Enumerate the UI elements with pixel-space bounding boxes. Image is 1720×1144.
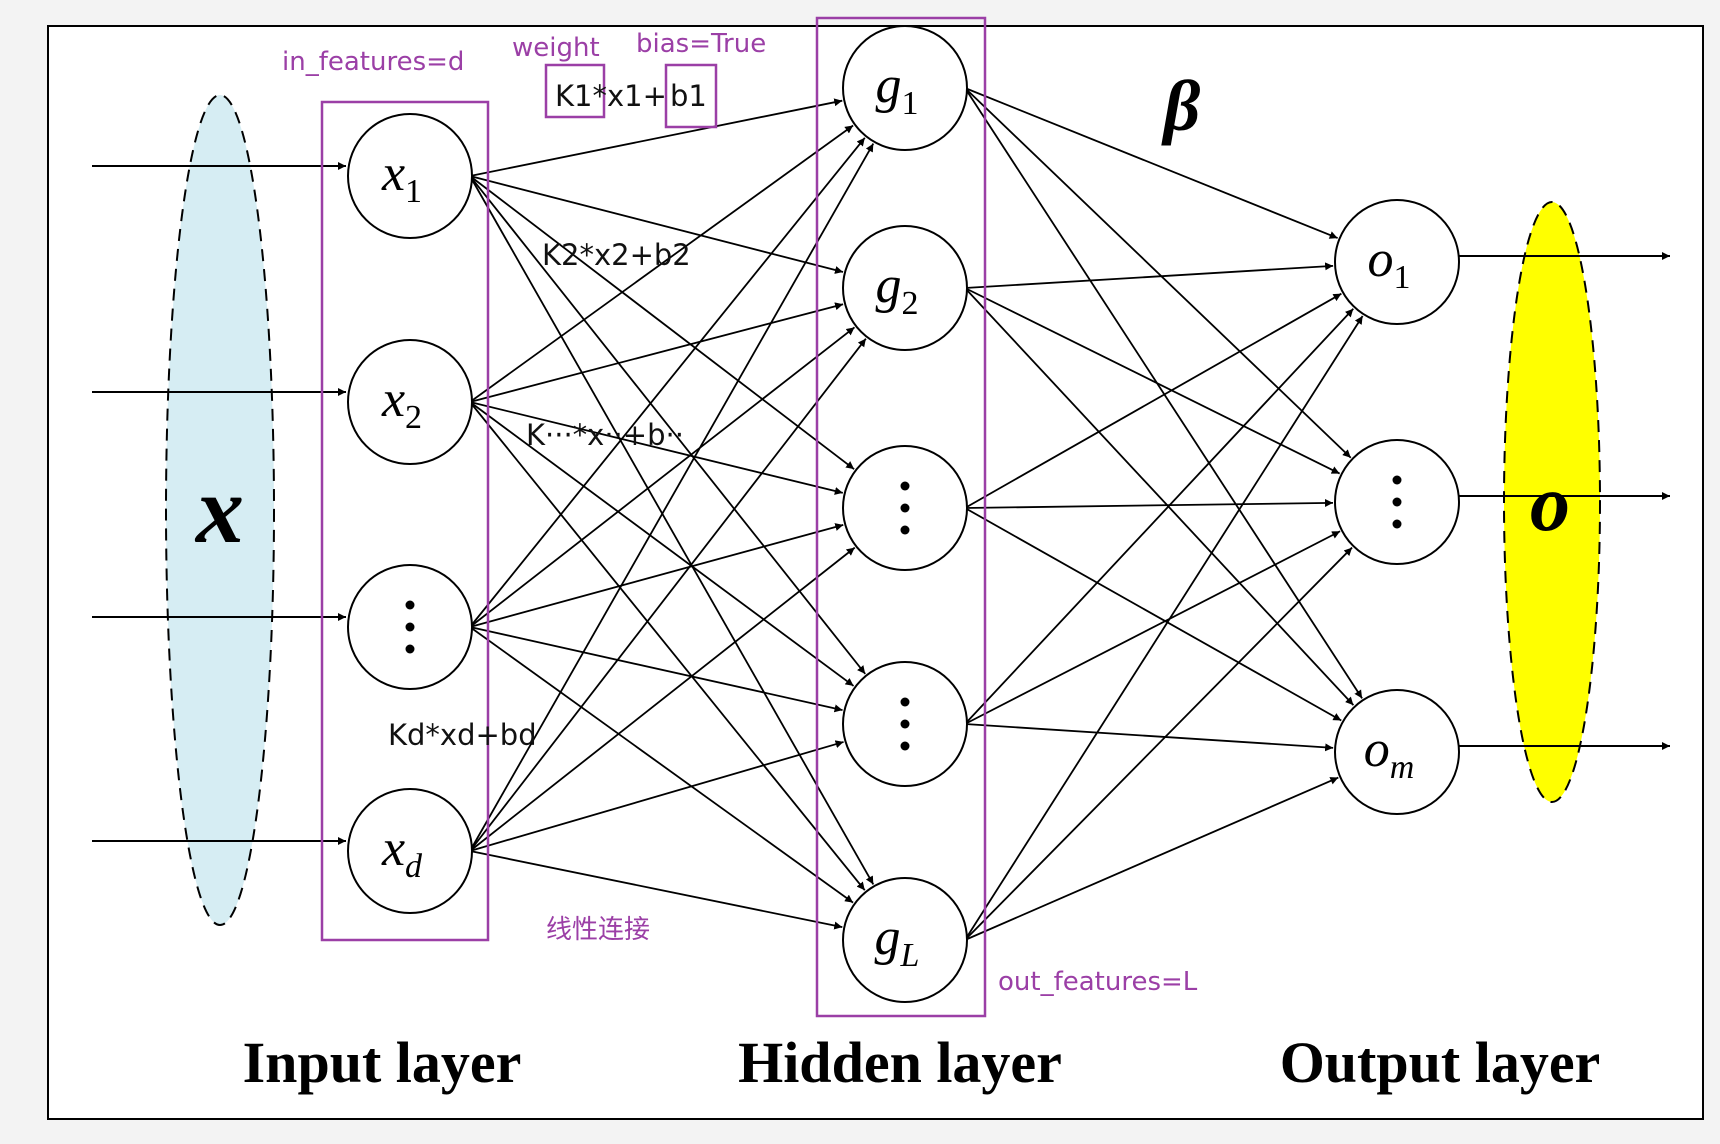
hidden-output-edge xyxy=(964,530,1341,725)
formula-kdots: K···*x··+b·· xyxy=(526,418,684,452)
input-hidden-edge xyxy=(469,401,855,687)
output-vector-ellipse xyxy=(1503,201,1601,803)
input-node-label: x1 xyxy=(381,145,422,210)
hidden-output-edge xyxy=(964,87,1363,699)
input-hidden-edge xyxy=(469,175,875,885)
formula-k1-prefix: K1*x1+ xyxy=(555,79,667,113)
out-features-annotation: out_features=L xyxy=(998,967,1198,997)
output-arrows xyxy=(1459,252,1670,750)
weight-annotation: weight xyxy=(512,33,600,63)
formula-k2: K2*x2+b2 xyxy=(542,238,691,272)
input-hidden-edge xyxy=(469,523,844,628)
input-vector-ellipse xyxy=(165,94,275,926)
input-vector-symbol: x xyxy=(194,456,244,563)
hidden-output-edge xyxy=(964,723,1334,752)
hidden-ellipsis-dot xyxy=(900,525,910,535)
input-hidden-edge xyxy=(469,175,855,470)
output-node-label: om xyxy=(1364,721,1415,786)
hidden-ellipsis-dot xyxy=(900,741,910,751)
hidden-node-label: gL xyxy=(875,909,920,974)
input-node xyxy=(347,339,473,465)
input-arrows xyxy=(92,162,346,845)
bias-annotation: bias=True xyxy=(636,29,766,59)
input-ellipsis-dot xyxy=(405,600,415,610)
input-hidden-edge xyxy=(469,326,856,628)
input-hidden-edge xyxy=(469,626,854,904)
input-node-label: x2 xyxy=(381,371,422,436)
formula-kd: Kd*xd+bd xyxy=(388,718,537,752)
hidden-node xyxy=(842,25,968,151)
hidden-node-label: g2 xyxy=(876,257,919,322)
output-vector-symbol: o xyxy=(1530,460,1570,548)
hidden-ellipsis-dot xyxy=(900,719,910,729)
hidden-output-edge xyxy=(964,308,1354,725)
input-hidden-edge xyxy=(469,143,875,852)
hidden-output-edge xyxy=(964,546,1353,941)
input-hidden-edge xyxy=(469,338,867,852)
output-ellipsis-dot xyxy=(1392,497,1402,507)
formula-k1-bias: b1 xyxy=(670,79,707,113)
input-layer-highlight-box xyxy=(320,100,490,942)
output-node-label: o1 xyxy=(1368,231,1411,296)
input-layer-label: Input layer xyxy=(243,1030,522,1095)
hidden-output-edge xyxy=(964,776,1339,941)
input-node xyxy=(347,113,473,239)
input-hidden-edge xyxy=(469,626,843,713)
bias-highlight-box xyxy=(664,63,718,129)
hidden-output-edge xyxy=(964,499,1334,509)
hidden-output-edge xyxy=(964,287,1341,475)
hidden-node xyxy=(842,225,968,351)
input-hidden-edge xyxy=(469,302,844,403)
hidden-output-edge xyxy=(964,287,1355,706)
connection-edges xyxy=(469,87,1364,941)
weight-highlight-box xyxy=(544,63,606,119)
beta-weight-symbol: β xyxy=(1161,66,1201,146)
output-ellipsis-dot xyxy=(1392,475,1402,485)
input-hidden-edge xyxy=(469,850,843,930)
input-node-label: xd xyxy=(381,820,423,885)
hidden-output-edge xyxy=(964,507,1342,722)
in-features-annotation: in_features=d xyxy=(282,47,464,77)
network-nodes: x1 x2 xd g1 g2 gL o1 om xyxy=(347,25,1460,1003)
hidden-ellipsis-dot xyxy=(900,503,910,513)
output-node xyxy=(1334,689,1460,815)
input-hidden-edge xyxy=(469,98,843,177)
hidden-output-edge xyxy=(964,87,1352,459)
input-hidden-edge xyxy=(469,124,854,403)
input-hidden-edge xyxy=(469,401,866,891)
input-hidden-edge xyxy=(469,175,844,274)
hidden-layer-highlight-box xyxy=(815,16,987,1018)
input-ellipsis-dot xyxy=(405,644,415,654)
input-ellipsis-dot xyxy=(405,622,415,632)
hidden-output-edge xyxy=(964,315,1364,941)
output-layer-label: Output layer xyxy=(1280,1030,1601,1095)
hidden-ellipsis-dot xyxy=(900,481,910,491)
hidden-output-edge xyxy=(964,262,1334,289)
output-node xyxy=(1334,199,1460,325)
hidden-output-edge xyxy=(964,292,1342,509)
input-node xyxy=(347,788,473,914)
input-hidden-edge xyxy=(469,546,856,852)
linear-connection-annotation: 线性连接 xyxy=(546,915,650,945)
hidden-node-label: g1 xyxy=(876,57,919,122)
hidden-layer-label: Hidden layer xyxy=(738,1030,1062,1095)
hidden-node xyxy=(842,877,968,1003)
input-hidden-edge xyxy=(469,740,844,852)
output-ellipsis-dot xyxy=(1392,519,1402,529)
input-hidden-edge xyxy=(469,401,844,495)
input-hidden-edge xyxy=(469,137,866,628)
hidden-output-edge xyxy=(964,87,1338,239)
hidden-ellipsis-dot xyxy=(900,697,910,707)
